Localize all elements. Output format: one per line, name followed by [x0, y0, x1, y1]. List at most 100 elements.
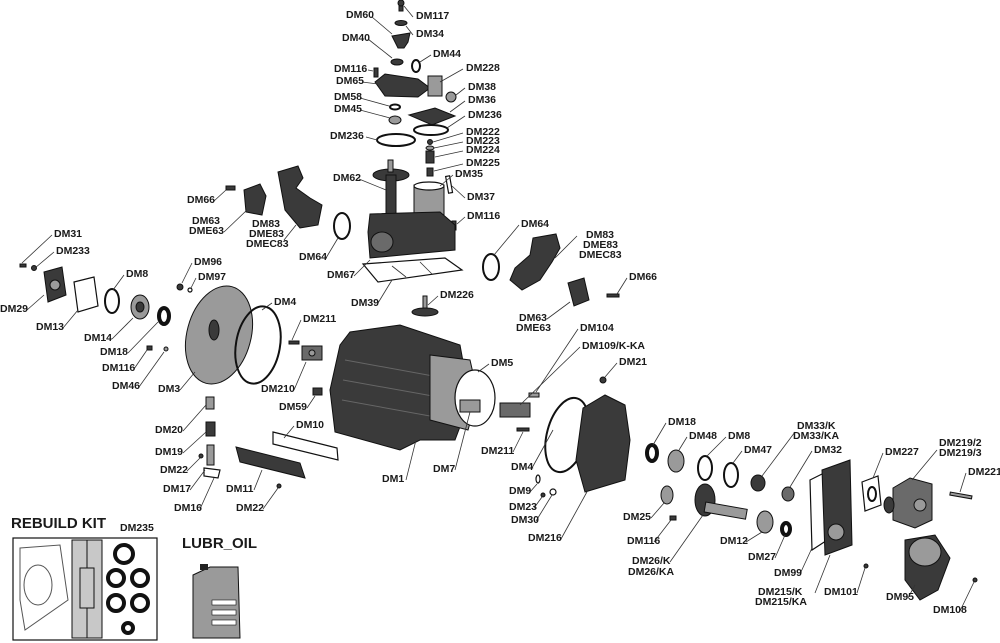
- part-dm5: [454, 369, 496, 427]
- part-label-dm29: DM29: [0, 303, 28, 315]
- part-dm46: [163, 346, 169, 352]
- part-dm10: [272, 431, 339, 461]
- part-label-dm116-top: DM116: [334, 63, 367, 75]
- part-label-dm225: DM225: [466, 157, 500, 169]
- part-dm47: [723, 462, 739, 488]
- part-dm117-head: [397, 0, 405, 7]
- part-label-dm47: DM47: [744, 444, 772, 456]
- part-dm19: [205, 421, 216, 437]
- part-label-dm7: DM7: [433, 463, 455, 475]
- part-label-dm18-b: DM18: [668, 416, 696, 428]
- part-label-dm83-b: DM83: [586, 229, 614, 241]
- part-dm29-hub: [49, 279, 61, 291]
- part-label-dm233: DM233: [56, 245, 90, 257]
- part-dm108: [972, 577, 978, 583]
- part-label-dm83-a: DM83: [252, 218, 280, 230]
- part-label-dm60: DM60: [346, 9, 374, 21]
- part-dm9: [535, 474, 541, 484]
- part-label-dm221: DM221: [968, 466, 1000, 478]
- kit-oring: [113, 543, 135, 565]
- part-label-dm99: DM99: [774, 567, 802, 579]
- part-label-dm14: DM14: [84, 332, 112, 344]
- part-dm215: [821, 459, 853, 556]
- part-dm66-b: [606, 293, 620, 298]
- part-dm224: [425, 150, 435, 164]
- part-label-dm22-b: DM22: [236, 502, 264, 514]
- part-label-dm48: DM48: [689, 430, 717, 442]
- part-dm30: [549, 488, 557, 496]
- part-label-dm8-a: DM8: [126, 268, 148, 280]
- part-label-dm216: DM216: [528, 532, 562, 544]
- part-dm27: [780, 521, 792, 537]
- part-label-dm1: DM1: [382, 473, 404, 485]
- part-dm211-b: [516, 427, 530, 432]
- part-label-dm66-b: DM66: [629, 271, 657, 283]
- part-label-dm109: DM109/K-KA: [582, 340, 645, 352]
- right-inlet: [482, 233, 620, 307]
- part-dm12: [756, 510, 774, 534]
- part-dm227-hole: [867, 486, 877, 502]
- far-right-parts: [861, 475, 978, 601]
- part-dm219: [892, 477, 933, 529]
- head-assembly: [361, 0, 464, 317]
- part-label-dm32: DM32: [814, 444, 842, 456]
- part-label-dm226: DM226: [440, 289, 474, 301]
- left-bearing-stack: [19, 263, 282, 385]
- part-label-dm101: DM101: [824, 586, 858, 598]
- part-dm32: [781, 486, 795, 502]
- part-label-dm235: DM235: [120, 522, 154, 534]
- part-dm116-top: [373, 67, 379, 78]
- part-dm63-b: [567, 277, 590, 307]
- part-label-dm236-b: DM236: [330, 130, 364, 142]
- part-label-dm67: DM67: [327, 269, 355, 281]
- part-label-dm116-c: DM116: [102, 362, 135, 374]
- part-dm3-hub: [208, 319, 220, 341]
- part-dm35-top: [413, 181, 445, 191]
- part-dm36: [407, 107, 457, 126]
- part-label-dm215k: DM215/K: [758, 586, 803, 598]
- part-dm236-a: [413, 124, 449, 136]
- part-label-dm40: DM40: [342, 32, 370, 44]
- part-dm20: [205, 396, 215, 410]
- part-dm65: [374, 73, 431, 98]
- part-label-dm64-a: DM64: [299, 251, 327, 263]
- part-label-dm227: DM227: [885, 446, 919, 458]
- part-dm13: [73, 276, 99, 313]
- part-dm14-bore: [135, 301, 145, 313]
- part-dm101: [863, 563, 869, 569]
- part-label-dm211-a: DM211: [303, 313, 336, 325]
- part-dm21: [599, 376, 607, 384]
- part-dm48: [667, 449, 685, 473]
- part-label-dm215ka: DM215/KA: [755, 596, 807, 608]
- part-label-dm25: DM25: [623, 511, 651, 523]
- part-label-dm13: DM13: [36, 321, 64, 333]
- part-dm96: [176, 283, 184, 291]
- part-label-dme63-b: DME63: [516, 322, 551, 334]
- part-dm66-a: [225, 185, 236, 191]
- left-inlet: [225, 165, 351, 240]
- part-label-dm21: DM21: [619, 356, 647, 368]
- part-dm210-hub: [308, 349, 316, 357]
- part-dm116-d: [669, 515, 677, 521]
- part-label-dm62: DM62: [333, 172, 361, 184]
- part-label-dm4-b: DM4: [511, 461, 533, 473]
- part-dm116-c: [146, 345, 153, 351]
- part-label-dm46: DM46: [112, 380, 140, 392]
- part-dm38: [445, 91, 457, 103]
- main-housing: [329, 324, 496, 451]
- part-label-dm228: DM228: [466, 62, 500, 74]
- part-dm223: [425, 145, 435, 151]
- part-label-dm58: DM58: [334, 91, 362, 103]
- right-shaft-stack: [645, 443, 853, 556]
- part-label-dm108: DM108: [933, 604, 967, 616]
- part-dm7: [459, 399, 481, 413]
- part-dm40: [390, 58, 404, 66]
- part-dm109: [499, 402, 531, 418]
- part-label-dm20: DM20: [155, 424, 183, 436]
- part-dm34: [394, 20, 408, 26]
- part-dm211-a: [288, 340, 300, 345]
- part-label-dm37: DM37: [467, 191, 495, 203]
- part-label-dm222: DM222: [466, 126, 500, 138]
- part-dm219-hub: [913, 498, 927, 512]
